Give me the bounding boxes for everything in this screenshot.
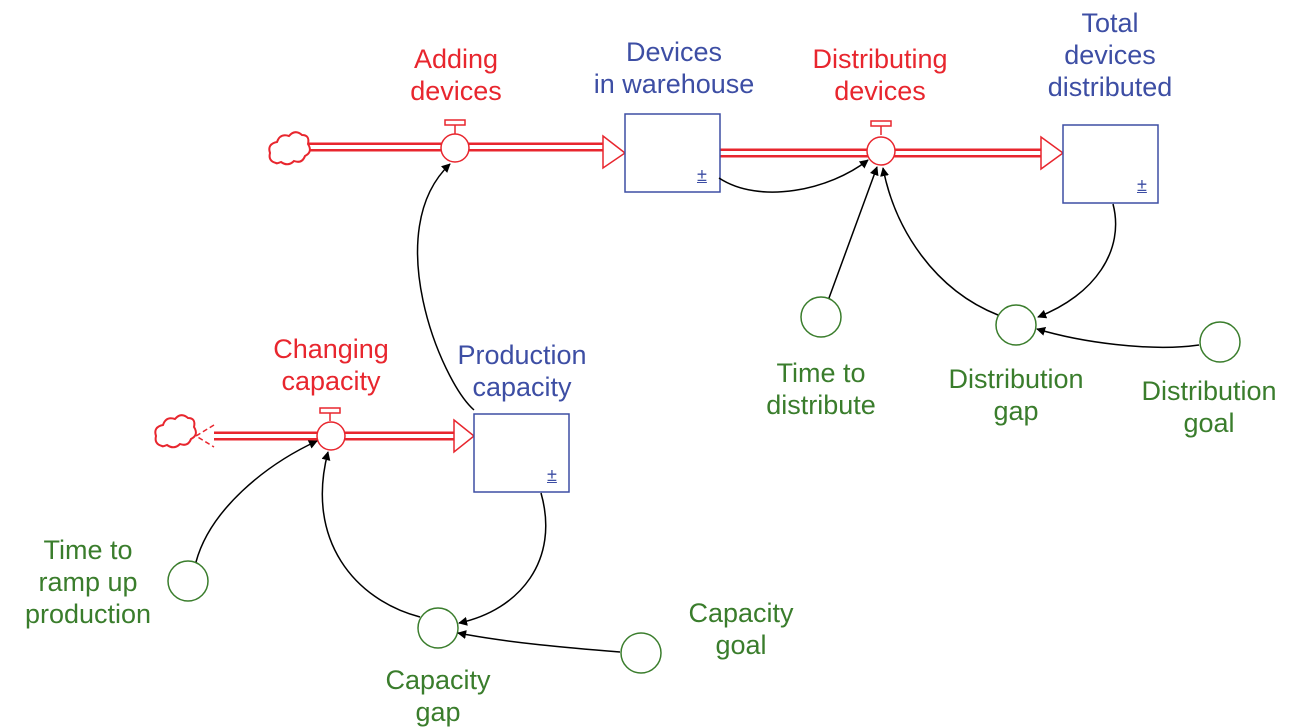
aux-time-to-ramp-up-production[interactable] bbox=[167, 560, 209, 602]
valve-icon bbox=[440, 119, 470, 163]
link-capacity-goal-to-capacity-gap bbox=[457, 630, 621, 653]
link-total-distributed-to-distribution-gap bbox=[1037, 203, 1117, 319]
stock-marker-devices-in-warehouse: ± bbox=[697, 165, 707, 185]
label-distribution-gap: Distribution gap bbox=[948, 364, 1084, 426]
link-distribution-gap-to-distributing bbox=[880, 167, 999, 316]
valve-icon bbox=[866, 120, 896, 166]
cloud-icon bbox=[268, 131, 311, 166]
aux-capacity-goal[interactable] bbox=[620, 632, 662, 674]
aux-distribution-gap[interactable] bbox=[995, 304, 1037, 346]
label-total-devices-distributed: Total devices distributed bbox=[1047, 8, 1173, 102]
stock-marker-production-capacity: ± bbox=[547, 465, 557, 485]
link-warehouse-to-distributing bbox=[718, 159, 869, 193]
link-distribution-goal-to-distribution-gap bbox=[1036, 327, 1200, 349]
link-production-capacity-to-adding bbox=[416, 163, 475, 411]
label-time-to-ramp-up-production: Time to ramp up production bbox=[24, 535, 152, 629]
link-capacity-gap-to-changing bbox=[321, 451, 421, 618]
label-capacity-gap: Capacity gap bbox=[385, 665, 491, 727]
stock-devices-in-warehouse[interactable] bbox=[624, 113, 721, 193]
link-time-to-distribute-to-distributing bbox=[828, 166, 879, 299]
aux-distribution-goal[interactable] bbox=[1199, 321, 1241, 363]
aux-time-to-distribute[interactable] bbox=[800, 296, 842, 338]
label-changing-capacity: Changing capacity bbox=[273, 334, 389, 396]
cloud-icon bbox=[154, 414, 197, 449]
label-capacity-goal: Capacity goal bbox=[688, 598, 794, 660]
valve-icon bbox=[316, 407, 346, 451]
label-production-capacity: Production capacity bbox=[457, 340, 587, 402]
label-distribution-goal: Distribution goal bbox=[1141, 376, 1277, 438]
label-time-to-distribute: Time to distribute bbox=[766, 358, 876, 420]
link-production-capacity-to-capacity-gap bbox=[458, 492, 547, 626]
label-devices-in-warehouse: Devices in warehouse bbox=[593, 37, 755, 99]
link-time-to-ramp-up-to-changing bbox=[195, 440, 318, 563]
stock-production-capacity[interactable] bbox=[473, 413, 570, 493]
label-distributing-devices: Distributing devices bbox=[812, 44, 948, 106]
aux-capacity-gap[interactable] bbox=[417, 607, 459, 649]
stock-total-devices-distributed[interactable] bbox=[1062, 124, 1159, 204]
label-adding-devices: Adding devices bbox=[410, 44, 502, 106]
stock-marker-total-devices-distributed: ± bbox=[1137, 175, 1147, 195]
